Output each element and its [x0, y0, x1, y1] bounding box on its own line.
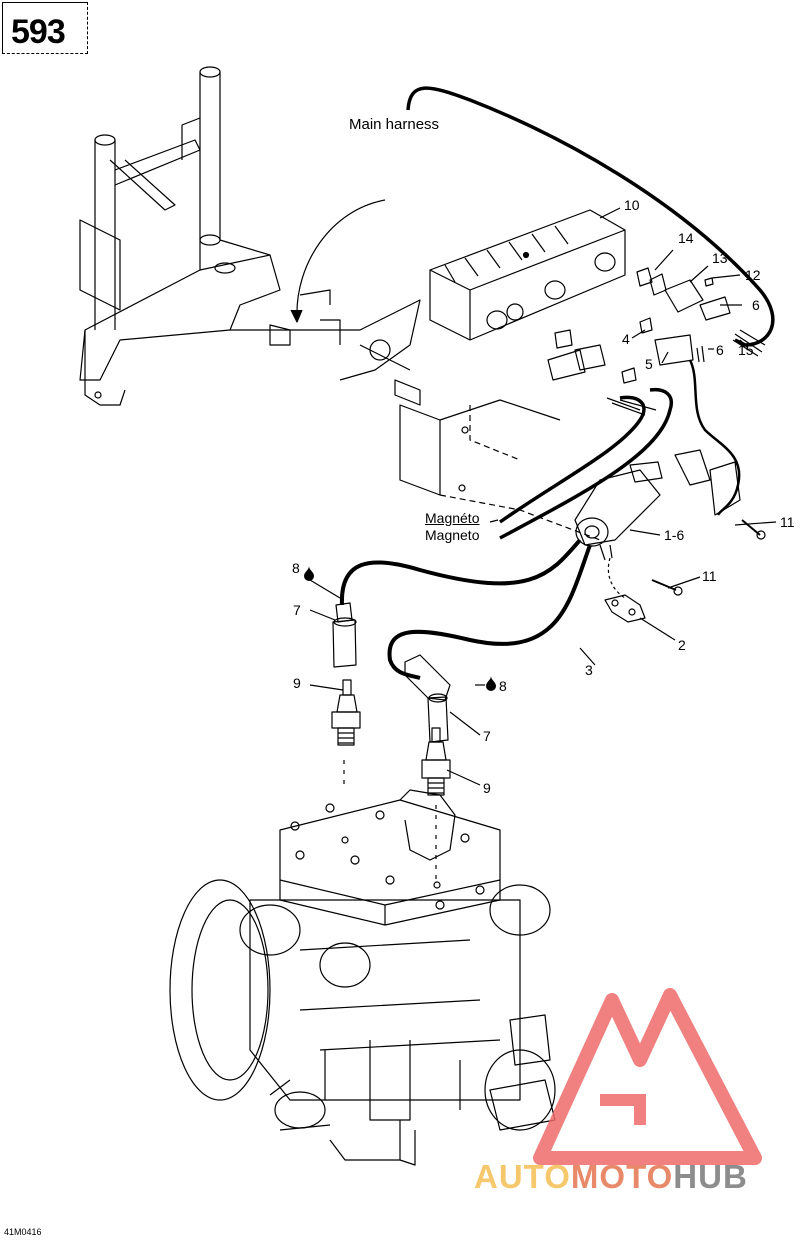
- ht-lead-3: [387, 544, 592, 680]
- spark-plug-left: [331, 679, 361, 790]
- spark-plug-cap-left: [332, 602, 357, 668]
- oil-drop-icon: [486, 676, 496, 691]
- callout-3: 3: [585, 662, 593, 678]
- magneto-cable-1: [498, 395, 646, 524]
- callout-4: 4: [622, 331, 630, 347]
- magneto-cable-2: [499, 387, 673, 540]
- magneto-en-label: Magneto: [425, 527, 480, 543]
- callout-11-lower: 11: [702, 568, 717, 584]
- callout-7-left: 7: [293, 602, 301, 618]
- main-harness-cable: [406, 86, 775, 347]
- watermark-triangle: [533, 988, 762, 1165]
- callout-2: 2: [678, 637, 686, 653]
- callout-7-right: 7: [483, 728, 491, 744]
- clamp-2: [604, 594, 646, 623]
- connector-parts: [547, 267, 766, 384]
- callout-12: 12: [745, 267, 761, 283]
- drawing-code: 41M0416: [4, 1227, 42, 1237]
- callout-5: 5: [645, 356, 653, 372]
- frame-bracket: [79, 66, 421, 406]
- callout-14: 14: [678, 230, 694, 246]
- screw-11-upper: [741, 519, 761, 536]
- oil-drop-icon: [304, 566, 314, 581]
- spark-plug-right: [421, 727, 451, 880]
- magneto-fr-label: Magnéto: [425, 510, 480, 526]
- harness-wire: [688, 359, 741, 516]
- callout-9-right: 9: [483, 780, 491, 796]
- engine-block: [169, 789, 556, 1166]
- callout-8-left: 8: [292, 560, 300, 576]
- callout-1-6: 1-6: [664, 527, 685, 543]
- ht-lead-left: [339, 538, 582, 606]
- main-harness-label: Main harness: [349, 116, 440, 133]
- logo-moto: MOTO: [570, 1158, 674, 1195]
- callout-15: 15: [738, 342, 754, 358]
- callout-6-lower: 6: [716, 342, 724, 358]
- callout-9-left: 9: [293, 675, 301, 691]
- callout-6-upper: 6: [752, 297, 760, 313]
- callout-8-right: 8: [499, 678, 507, 694]
- callout-13: 13: [712, 250, 728, 266]
- coil-bracket: [674, 449, 711, 486]
- callout-11-upper: 11: [780, 514, 795, 530]
- callout-10: 10: [624, 197, 640, 213]
- screw-11-lower: [651, 579, 677, 591]
- install-arrow: [296, 199, 386, 319]
- spark-plug-cap-right: [404, 654, 451, 743]
- watermark-logo-text: AUTOMOTOHUB: [474, 1158, 748, 1196]
- page-number: 593: [11, 13, 66, 51]
- page-number-box: 593: [2, 2, 88, 54]
- ignition-coil: [574, 461, 663, 561]
- ecu-module: [429, 209, 626, 341]
- logo-hub: HUB: [673, 1158, 748, 1195]
- logo-auto: AUTO: [474, 1158, 571, 1195]
